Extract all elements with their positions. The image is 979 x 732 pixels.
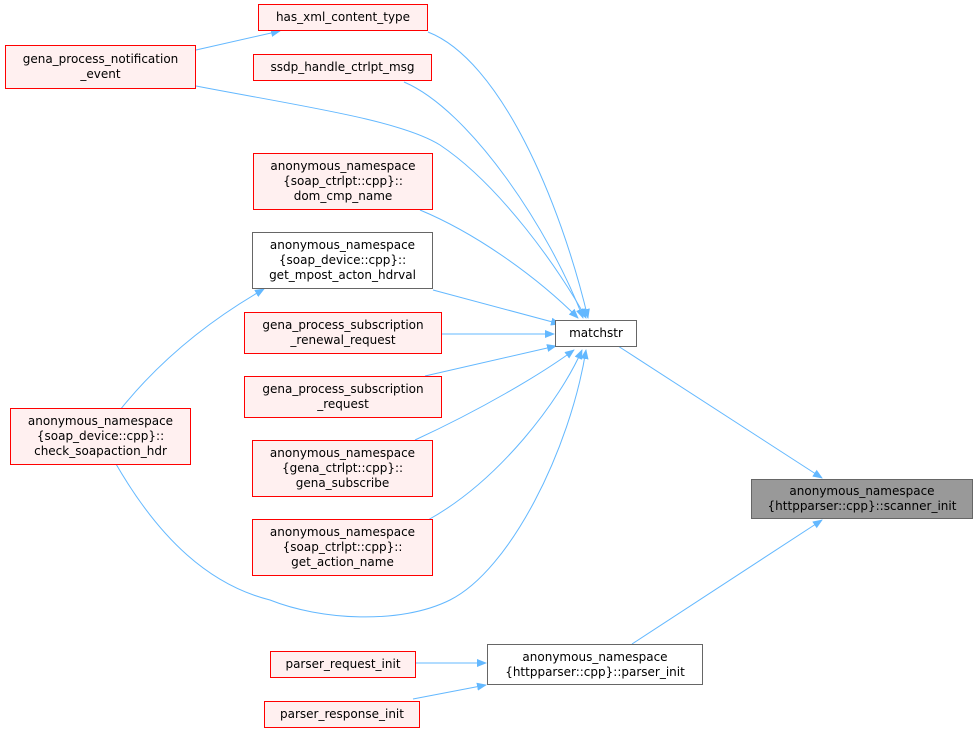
- node-gena-process-subscription-renewal-request[interactable]: gena_process_subscription_renewal_reques…: [244, 312, 442, 354]
- node-label-line: anonymous_namespace: [269, 446, 416, 460]
- node-label-line: parser_request_init: [285, 657, 401, 671]
- edge-has-xml-to-matchstr: [427, 31, 590, 319]
- node-label-line: anonymous_namespace: [789, 484, 935, 498]
- node-matchstr[interactable]: matchstr: [555, 320, 637, 347]
- edge-resp-init-to-parser-init: [412, 682, 487, 700]
- node-label-line: check_soapaction_hdr: [34, 444, 167, 458]
- node-label-line: _renewal_request: [290, 333, 396, 347]
- node-label-line: get_mpost_acton_hdrval: [269, 268, 416, 282]
- edge-get-mpost-to-matchstr: [432, 289, 561, 326]
- node-get-mpost-acton-hdrval[interactable]: anonymous_namespace{soap_device::cpp}::g…: [252, 232, 433, 289]
- node-label-line: has_xml_content_type: [275, 10, 411, 24]
- node-check-soapaction-hdr[interactable]: anonymous_namespace{soap_device::cpp}::c…: [10, 408, 191, 465]
- edge-gena-sub-to-matchstr: [414, 349, 575, 441]
- node-scanner-init[interactable]: anonymous_namespace{httpparser::cpp}::sc…: [751, 479, 973, 519]
- node-gena-process-notification-event[interactable]: gena_process_notification_event: [5, 45, 196, 89]
- node-label-line: {soap_ctrlpt::cpp}::: [283, 174, 403, 188]
- node-label-line: {httpparser::cpp}::parser_init: [505, 664, 685, 679]
- node-label-line: {gena_ctrlpt::cpp}::: [281, 461, 404, 475]
- node-label-line: gena_process_notification: [22, 52, 179, 66]
- node-parser-init[interactable]: anonymous_namespace{httpparser::cpp}::pa…: [487, 644, 703, 685]
- node-gena-process-subscription-request[interactable]: gena_process_subscription_request: [244, 376, 442, 418]
- edge-dom-cmp-to-matchstr: [419, 209, 579, 319]
- edge-gena-notif-to-has-xml: [195, 29, 281, 51]
- node-label-line: get_action_name: [291, 555, 394, 569]
- node-parser-response-init[interactable]: parser_response_init: [264, 701, 420, 728]
- node-label-line: gena_process_subscription: [262, 318, 424, 332]
- node-get-action-name[interactable]: anonymous_namespace{soap_ctrlpt::cpp}::g…: [252, 519, 433, 576]
- node-label-line: anonymous_namespace: [27, 414, 174, 428]
- node-label-line: parser_response_init: [280, 707, 404, 721]
- edge-check-soap-to-matchstr: [115, 349, 589, 618]
- node-label-line: anonymous_namespace: [269, 525, 416, 539]
- node-label-line: dom_cmp_name: [293, 189, 393, 203]
- edge-sub-req-to-matchstr: [424, 344, 557, 377]
- edge-check-soap-to-get-mpost: [119, 288, 265, 411]
- node-label-line: gena_subscribe: [295, 476, 390, 490]
- node-label-line: anonymous_namespace: [270, 159, 416, 173]
- node-gena-subscribe[interactable]: anonymous_namespace{gena_ctrlpt::cpp}::g…: [252, 440, 433, 497]
- node-label-line: gena_process_subscription: [262, 382, 424, 396]
- edge-get-action-to-matchstr: [427, 349, 583, 521]
- node-label-line: {httpparser::cpp}::scanner_init: [767, 499, 957, 513]
- node-label-line: ssdp_handle_ctrlpt_msg: [270, 60, 415, 74]
- edge-gena-notif-to-matchstr: [195, 85, 587, 319]
- node-label-line: matchstr: [569, 326, 623, 340]
- node-ssdp-handle-ctrlpt-msg[interactable]: ssdp_handle_ctrlpt_msg: [253, 54, 432, 81]
- edge-matchstr-to-scanner: [617, 345, 823, 479]
- node-label-line: _request: [317, 397, 369, 411]
- edge-parser-init-to-scanner: [631, 519, 823, 645]
- node-has-xml-content-type[interactable]: has_xml_content_type: [258, 4, 428, 31]
- node-label-line: _event: [80, 67, 121, 81]
- node-label-line: {soap_device::cpp}::: [36, 429, 165, 443]
- node-parser-request-init[interactable]: parser_request_init: [270, 651, 416, 678]
- node-label-line: anonymous_namespace: [522, 649, 668, 664]
- edge-ssdp-to-matchstr: [403, 81, 584, 319]
- node-label-line: {soap_device::cpp}::: [278, 253, 407, 267]
- node-dom-cmp-name[interactable]: anonymous_namespace{soap_ctrlpt::cpp}::d…: [253, 153, 433, 210]
- node-label-line: {soap_ctrlpt::cpp}::: [282, 540, 403, 554]
- node-label-line: anonymous_namespace: [269, 238, 416, 252]
